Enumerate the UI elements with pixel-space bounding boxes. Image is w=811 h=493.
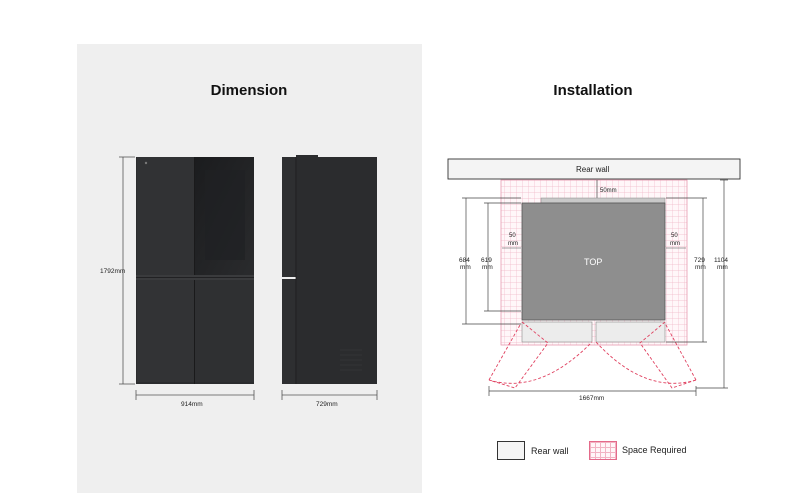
- legend-rear-wall-swatch: [497, 441, 525, 460]
- left-gap-label: 50 mm: [508, 233, 518, 247]
- width-label: 914mm: [181, 401, 203, 408]
- side-dimension-lines: [281, 390, 378, 400]
- depth-619-label: 619 mm: [481, 257, 494, 271]
- installation-title: Installation: [553, 82, 633, 99]
- lower-left-door: [137, 280, 194, 382]
- left-door-top: [521, 321, 593, 343]
- fridge-side-view: [282, 155, 377, 384]
- right-door-top: [595, 321, 666, 343]
- rear-wall-label: Rear wall: [576, 165, 610, 174]
- depth-729-label: 729 mm: [694, 257, 707, 271]
- front-dimension-lines: [119, 156, 255, 400]
- total-width-label: 1667mm: [579, 395, 604, 402]
- legend-rear-wall-label: Rear wall: [531, 446, 569, 456]
- height-label: 1792mm: [100, 268, 125, 275]
- fridge-top-view: [521, 197, 666, 343]
- side-upper-door: [282, 157, 297, 277]
- side-lower-door: [282, 279, 297, 384]
- right-depth-dims: [666, 179, 728, 389]
- upper-left-door: [137, 157, 194, 277]
- fridge-front-view: [136, 157, 254, 384]
- logo-mark: [144, 161, 148, 165]
- rear-wall: [447, 158, 741, 180]
- top-label: TOP: [584, 257, 602, 267]
- legend-space-required-label: Space Required: [622, 445, 687, 455]
- right-gap-label: 50 mm: [670, 233, 680, 247]
- door-swing-arcs: [488, 321, 697, 389]
- total-width-dim: [488, 386, 697, 396]
- lower-right-door: [195, 280, 254, 382]
- depth-684-label: 684 mm: [459, 257, 472, 271]
- left-depth-dims: [462, 197, 521, 325]
- depth-1104-label: 1104 mm: [714, 257, 730, 271]
- legend-space-required-swatch: [589, 441, 617, 460]
- top-gap-label: 50mm: [600, 188, 617, 194]
- dimension-title: Dimension: [210, 82, 288, 99]
- rear-vent: [340, 349, 362, 371]
- depth-label: 729mm: [316, 401, 338, 408]
